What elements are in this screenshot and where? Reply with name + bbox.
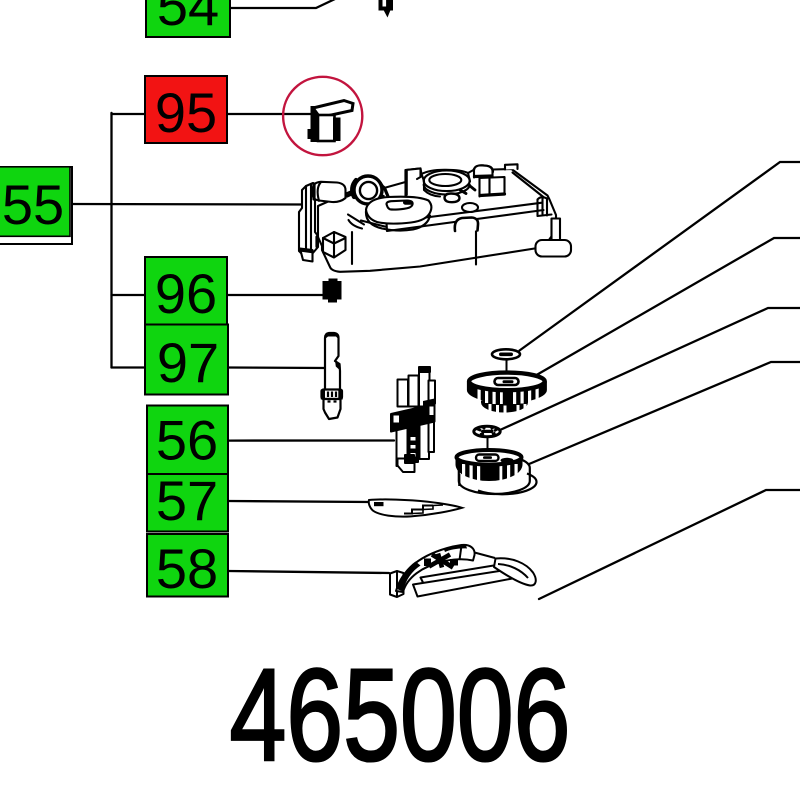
svg-text:97: 97 [157,331,219,394]
svg-text:56: 56 [156,409,218,472]
svg-text:95: 95 [155,81,217,144]
svg-text:96: 96 [155,262,217,325]
svg-text:54: 54 [157,0,219,37]
svg-text:465006: 465006 [230,642,571,788]
svg-text:57: 57 [156,469,218,532]
svg-text:58: 58 [156,537,218,600]
svg-text:55: 55 [2,173,64,236]
